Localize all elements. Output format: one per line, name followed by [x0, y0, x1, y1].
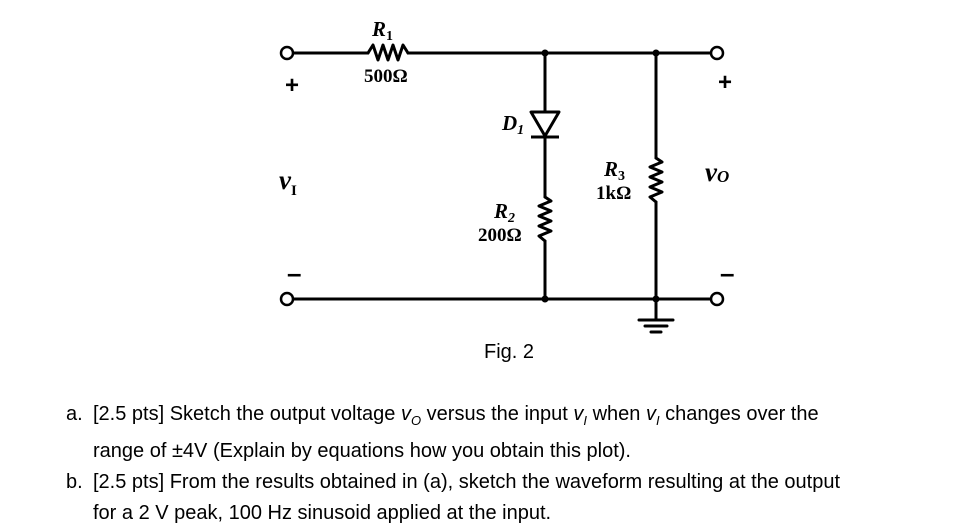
label-r1: R1	[371, 17, 393, 44]
label-d1: D1	[501, 111, 524, 138]
junction-dot	[541, 295, 549, 303]
question-b-letter: b.	[66, 471, 83, 493]
circuit-diagram: R1 500Ω D1 R2 200Ω R3 1kΩ + – vI + – vO	[279, 17, 734, 334]
input-plus-sign: +	[285, 72, 299, 99]
value-r3: 1kΩ	[596, 183, 631, 204]
figure-caption: Fig. 2	[484, 341, 535, 363]
question-a-text: when	[587, 403, 646, 425]
resistor-r3-zigzag	[648, 156, 664, 204]
value-r2: 200Ω	[478, 225, 522, 246]
terminal-output-top	[709, 45, 725, 61]
label-r3: R3	[603, 157, 625, 184]
junction-dot	[652, 295, 660, 303]
junction-dot	[652, 49, 660, 57]
diode-d1-triangle	[529, 110, 561, 138]
question-a-letter: a.	[66, 403, 83, 425]
value-r1: 500Ω	[364, 66, 408, 87]
input-voltage-label: vI	[279, 165, 297, 199]
question-a-line-2: range of ±4V (Explain by equations how y…	[93, 440, 631, 462]
var-vo: vO	[400, 403, 422, 428]
resistor-r1-zigzag	[366, 43, 410, 62]
terminal-input-top	[279, 45, 295, 61]
question-a-text: versus the input	[421, 403, 574, 425]
question-b-line-2: for a 2 V peak, 100 Hz sinusoid applied …	[93, 502, 552, 524]
input-minus-sign: –	[287, 258, 301, 288]
var-vi: vI	[645, 403, 660, 428]
resistor-r2-zigzag	[537, 195, 553, 243]
question-b-text: [2.5 pts] From the results obtained in (…	[93, 471, 841, 493]
junction-dot	[541, 49, 549, 57]
label-r2: R2	[493, 199, 515, 226]
output-minus-sign: –	[720, 258, 734, 288]
question-list: a. [2.5 pts] Sketch the output voltage vO…	[66, 399, 961, 529]
output-plus-sign: +	[718, 69, 732, 96]
question-a-text: changes over the	[659, 403, 819, 425]
terminal-input-bottom	[279, 291, 295, 307]
question-a-line-1: a. [2.5 pts] Sketch the output voltage vO…	[66, 399, 961, 436]
output-voltage-label: vO	[705, 157, 729, 187]
var-vi: vI	[573, 403, 588, 428]
question-a-text: [2.5 pts] Sketch the output voltage	[93, 403, 401, 425]
terminal-output-bottom	[709, 291, 725, 307]
question-b-line-1: b. [2.5 pts] From the results obtained in…	[66, 467, 961, 498]
